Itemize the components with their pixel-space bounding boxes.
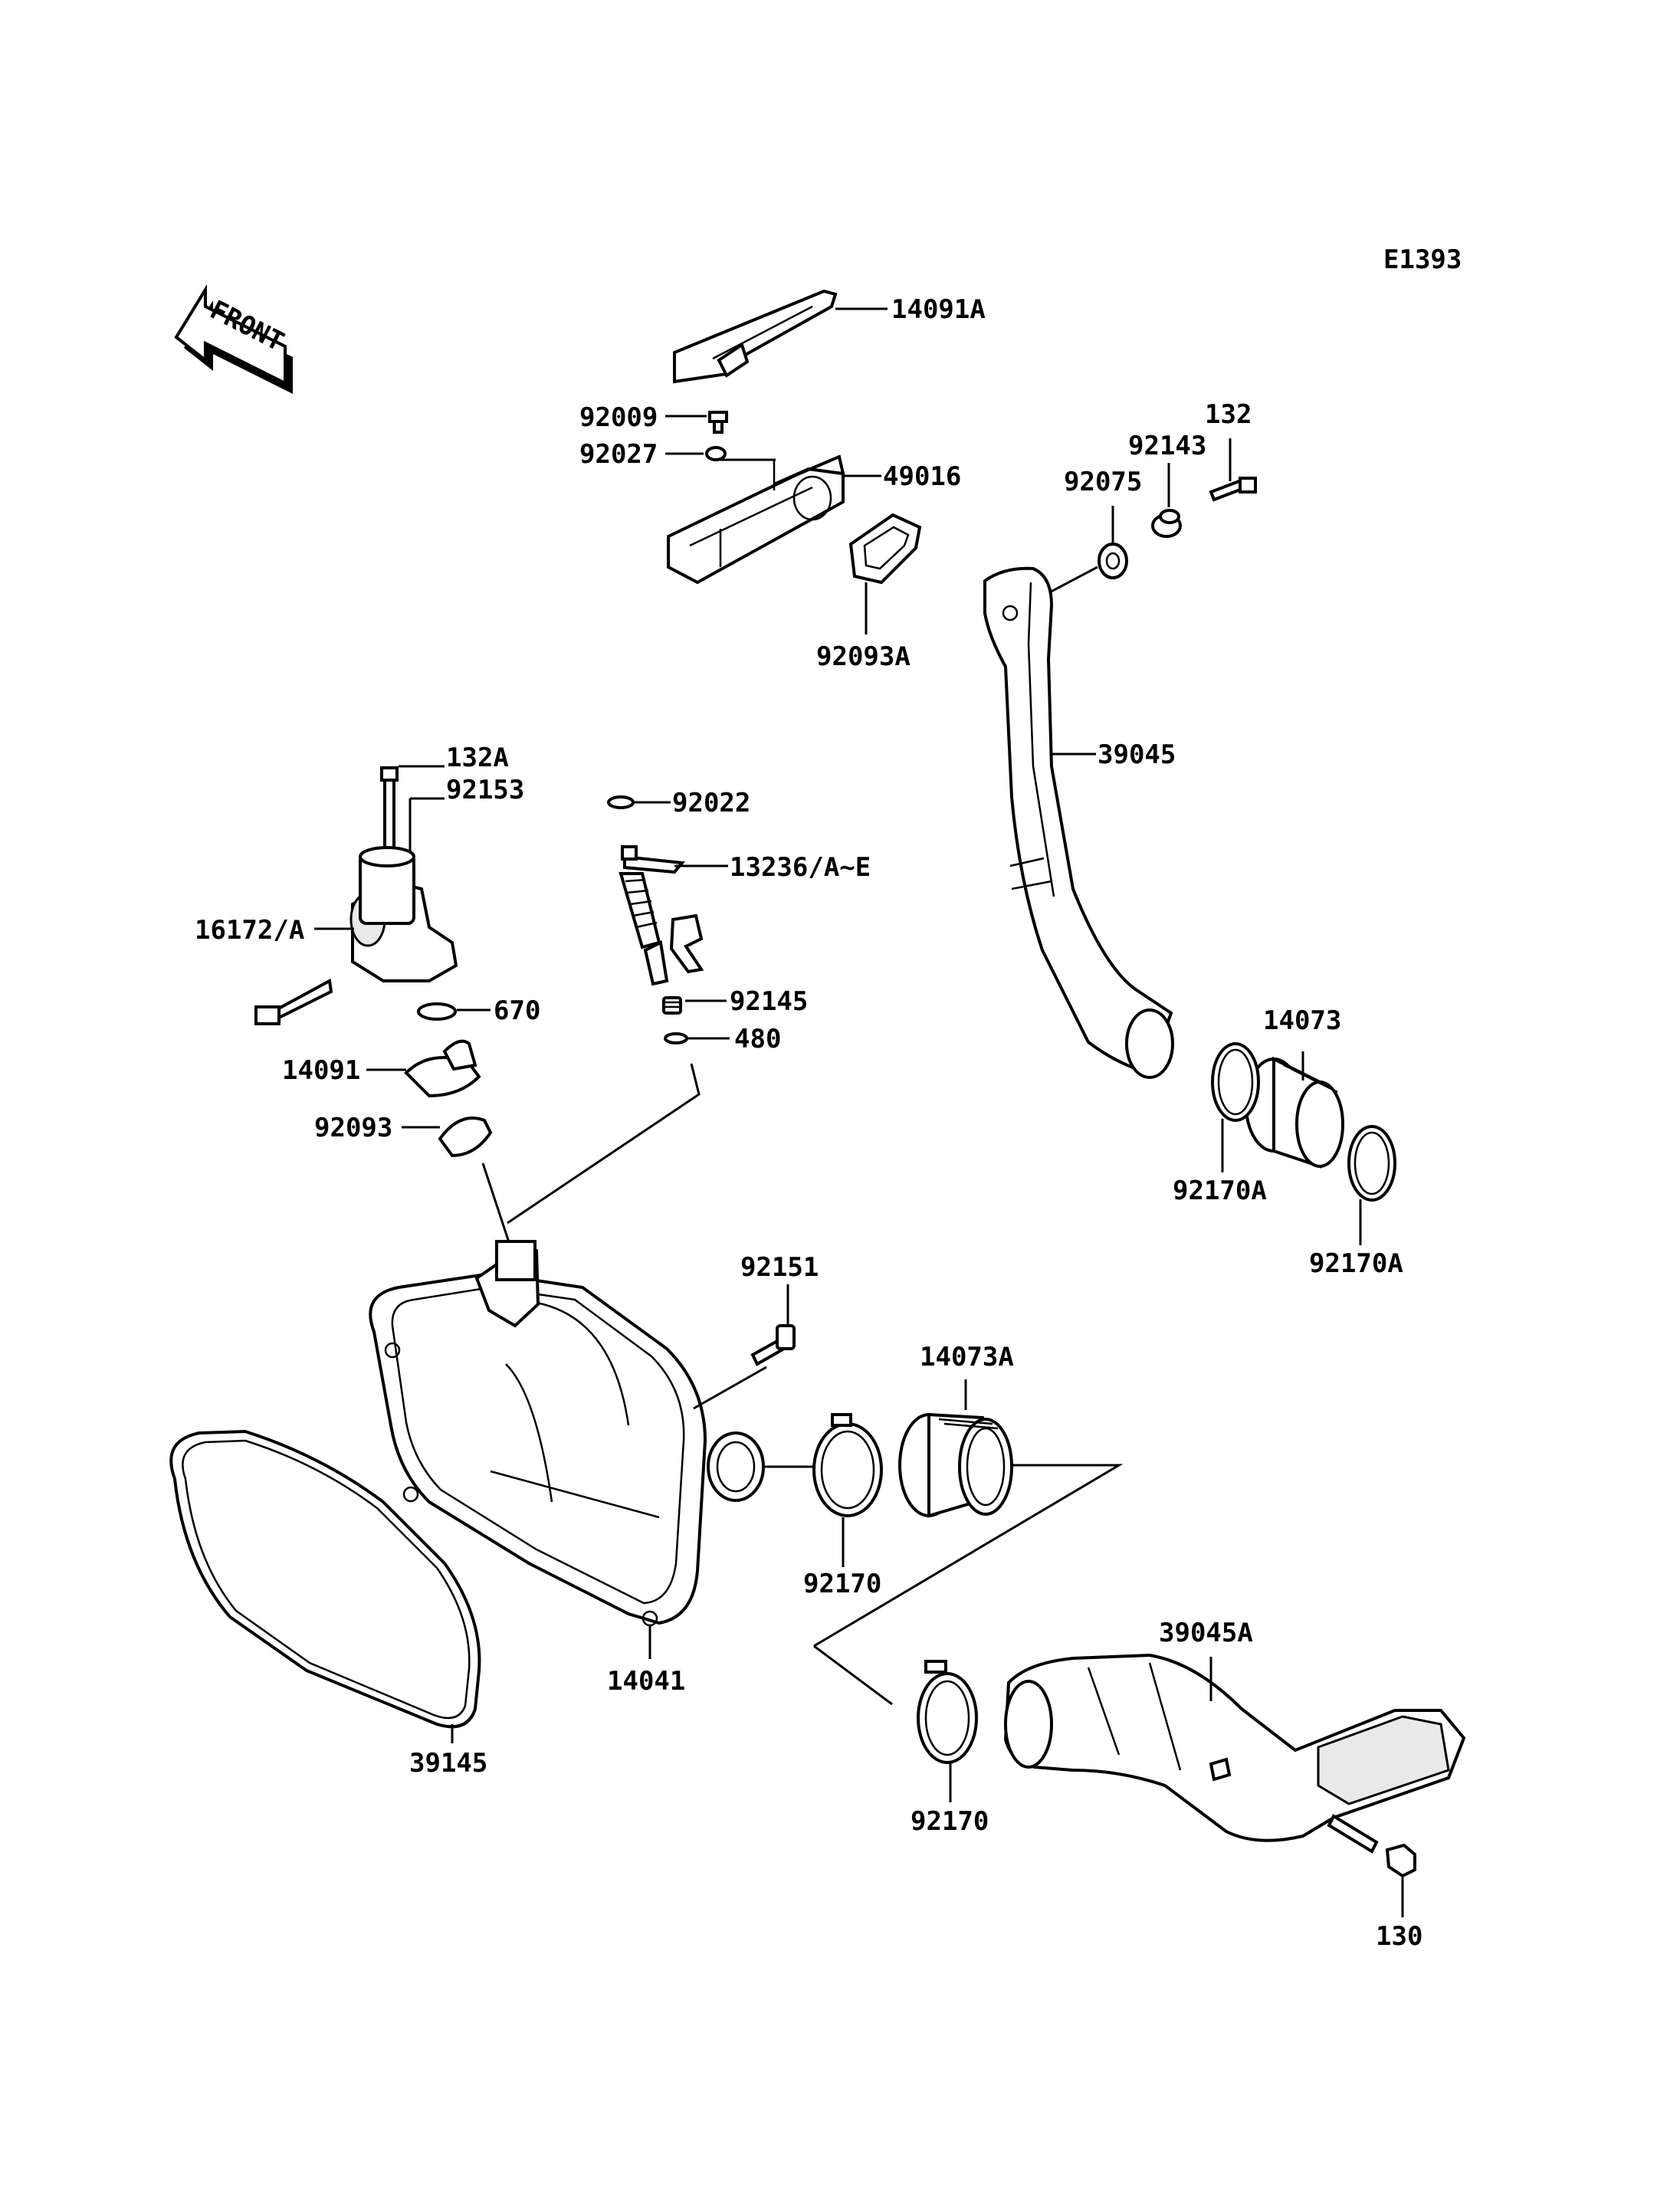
bolt-part [1327,1814,1416,1878]
bolt-part [1209,477,1257,502]
cvt-cover-part [369,1240,765,1627]
leader-line [813,1379,1124,1648]
washer-part [705,446,727,461]
duct-cover-part [673,289,838,384]
diagram-code: E1393 [1383,244,1462,275]
label-92009: 92009 [579,402,658,433]
duct-housing-part [667,454,845,585]
label-92093A: 92093A [816,641,911,672]
label-39145: 39145 [409,1748,487,1779]
label-14041: 14041 [607,1666,685,1697]
air-duct-part [1003,1653,1466,1842]
washer-part [607,795,635,809]
label-92022: 92022 [672,788,750,818]
label-92170A-2: 92170A [1309,1248,1403,1279]
actuator-motor-part [254,846,458,1025]
label-39045: 39045 [1098,739,1176,770]
label-13236: 13236/A~E [730,852,871,883]
collar-part [1151,509,1182,538]
drive-belt-part [169,1429,481,1729]
leader-line [813,1644,952,1802]
label-92075: 92075 [1064,467,1142,497]
label-132: 132 [1205,399,1252,430]
label-92170A-1: 92170A [1173,1176,1267,1206]
label-480: 480 [734,1024,781,1054]
clamp-part [1347,1125,1396,1202]
clamp-part [1211,1042,1260,1122]
spring-part [662,996,682,1015]
label-92145: 92145 [730,986,808,1017]
leader-line [693,1284,789,1410]
bolt-part [750,1324,796,1366]
label-92027: 92027 [579,439,658,470]
label-39045A: 39045A [1159,1618,1253,1648]
label-16172: 16172/A [195,915,304,946]
label-14091A: 14091A [891,294,986,325]
o-ring-part [664,1032,688,1044]
label-49016: 49016 [883,461,961,492]
label-92151: 92151 [740,1252,819,1283]
label-92143: 92143 [1128,431,1206,461]
air-duct-part [983,566,1174,1079]
grommet-part [1098,543,1128,579]
screw-part [708,411,728,434]
label-92170-1: 92170 [803,1569,881,1599]
clamp-part [812,1413,883,1517]
leader-line [720,458,881,477]
label-14091: 14091 [282,1055,360,1086]
label-670: 670 [494,995,540,1026]
gasket-part [848,513,922,585]
leader-line [409,797,445,854]
label-92170-2: 92170 [911,1806,989,1837]
sleeve-part [898,1412,1013,1518]
label-14073: 14073 [1263,1005,1341,1036]
o-ring-part [417,1002,457,1021]
label-130: 130 [1376,1921,1422,1952]
cap-part [404,1039,481,1098]
sleeve-part [1245,1056,1344,1169]
label-92153: 92153 [446,775,524,805]
leader-line [763,1465,845,1567]
label-14073A: 14073A [920,1342,1014,1372]
leader-line [481,1063,701,1245]
gasket-part [438,1117,493,1158]
label-92093: 92093 [314,1113,392,1143]
front-arrow-icon: FRONT [174,284,293,394]
label-132A: 132A [446,743,509,773]
shift-rod-part [619,845,704,986]
bolt-part [380,766,399,852]
clamp-part [917,1660,978,1764]
